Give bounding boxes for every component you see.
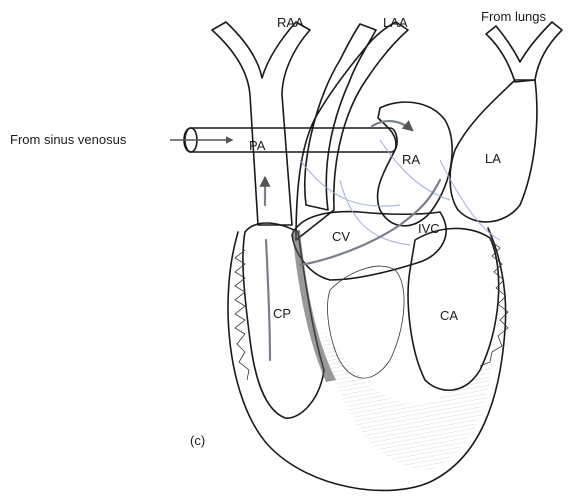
- label-pa: PA: [249, 138, 266, 153]
- label-cv: CV: [332, 229, 350, 244]
- cp-flow-arrow: [266, 240, 270, 360]
- label-ivc: IVC: [418, 221, 440, 236]
- panel-label: (c): [190, 433, 205, 448]
- label-from-lungs: From lungs: [481, 9, 547, 24]
- ventricle-hatching: [320, 330, 492, 470]
- label-from-sinus-venosus: From sinus venosus: [10, 132, 127, 147]
- pulmonary-vein: [486, 22, 562, 82]
- label-cp: CP: [273, 306, 291, 321]
- label-ra: RA: [402, 152, 420, 167]
- pulmonary-artery: [212, 22, 310, 225]
- label-raa: RAA: [277, 15, 304, 30]
- label-laa: LAA: [383, 15, 408, 30]
- label-la: LA: [485, 151, 501, 166]
- label-ca: CA: [440, 308, 458, 323]
